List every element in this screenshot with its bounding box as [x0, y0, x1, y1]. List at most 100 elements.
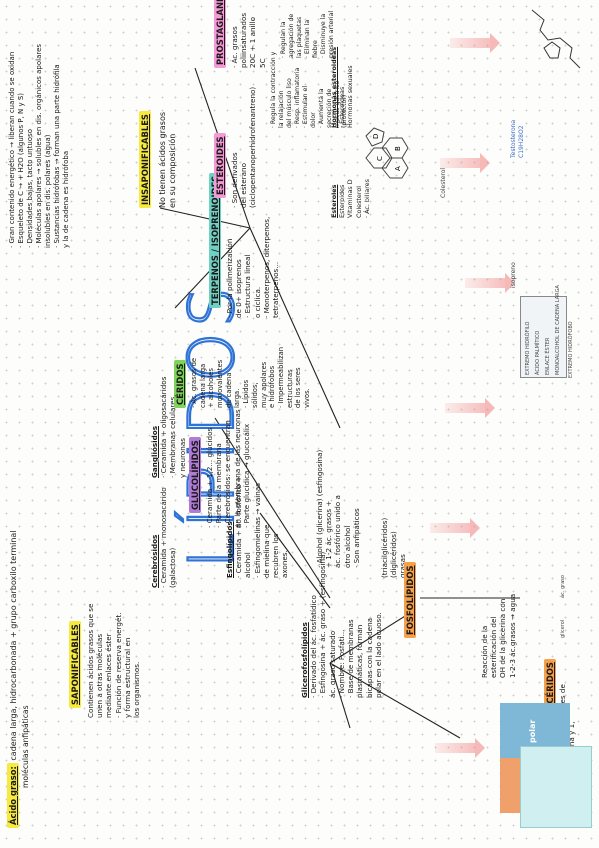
- insaponificables-heading: INSAPONIFICABLES: [139, 111, 151, 208]
- desc-line: · Ceramida + 1,2... glúcidos: [205, 427, 214, 528]
- desc-line: de los seres: [294, 367, 303, 409]
- desc-line: Esteroides: [338, 184, 347, 218]
- polar-label: polar: [528, 719, 537, 743]
- desc-line: (galactosa): [168, 547, 178, 588]
- desc-line: · Alcohol (glicerina) (esfingosina): [315, 449, 324, 568]
- connector-sapon-ceridos: [214, 417, 331, 599]
- prostaglandinas-functions-2: · Regulan la agregación de las plaquetas…: [280, 11, 336, 58]
- connector-sapon-acil: [329, 662, 461, 739]
- function-line: mucus gástrico: [333, 80, 341, 128]
- desc-line: larga.: [233, 388, 242, 408]
- desc-line: de cadena: [224, 372, 233, 408]
- desc-line: · Son derivados: [230, 152, 239, 208]
- desc-line: 5C: [257, 58, 267, 68]
- glucolipidos-heading: GLUCOLÍPIDOS: [189, 437, 201, 513]
- ceridos-description: · Ác. grasos de cadena larga + alcoholes…: [190, 347, 312, 408]
- desc-line: cadena larga: [198, 363, 207, 408]
- prostaglandin-ring: [543, 41, 561, 59]
- prostaglandinas-heading: PROSTAGLANDINAS: [214, 0, 226, 68]
- desc-line: · Ceramida + oligosacáridos: [159, 376, 169, 478]
- palmitic-label: ÁCIDO PALMÍTICO: [535, 330, 541, 375]
- insaponificables-description: No tienen ácidos grasos en su composició…: [158, 112, 178, 208]
- desc-line: sólidos,: [250, 382, 259, 408]
- desc-line: muy apolares: [259, 361, 268, 408]
- property-line: · Densidades bajas, tacto untuoso: [25, 129, 34, 248]
- hydrophilic-label: EXTREMO HIDRÓFILO: [525, 321, 531, 375]
- function-line: · Resp. inflamatoria: [293, 67, 301, 128]
- connector-insapon-esteroides: [159, 207, 251, 229]
- desc-line: en la membrana de las neuronas: [232, 409, 242, 528]
- arrow-ceridos-figure: [445, 403, 485, 413]
- desc-line: · Parte de la membrana: [214, 443, 224, 528]
- desc-line: axones.: [280, 550, 290, 578]
- arrow-prosta-figure: [450, 38, 490, 48]
- saponificables-description: Contienen ácidos grasos que se unen a ot…: [86, 604, 141, 718]
- desc-line: (ciclopentanoperhidrofenantreno): [248, 86, 258, 208]
- function-line: · Eliminan la: [303, 19, 311, 58]
- prostaglandinas-description: · Ác. grasos poliinsaturados 20C + 1 ani…: [230, 13, 267, 68]
- desc-line: ác. graso saturado: [327, 630, 337, 698]
- type-line: (diglicéridos): [389, 531, 399, 578]
- fosfolipidos-description: · Alcohol (glicerina) (esfingosina) + 1-…: [315, 450, 361, 568]
- ring-d: [365, 127, 385, 147]
- amphipathic-note: moléculas anfipáticas: [21, 705, 30, 788]
- prostaglandinas-label: PROSTAGLANDINAS: [214, 0, 226, 68]
- desc-line: · Cerebrósidos: se encuentran: [223, 420, 233, 528]
- ring-c-label: C: [376, 156, 384, 161]
- steroid-rings-figure: A B C D: [365, 127, 409, 179]
- prostaglandin-chain: [531, 9, 581, 69]
- property-line: · Gran contenido energético → liberan cu…: [8, 51, 16, 248]
- reaction-line: Reacción de la: [480, 625, 489, 678]
- property-line: · Sustancias hidrófobas → forman una par…: [52, 64, 61, 248]
- arrow-esteroides-figure: [440, 158, 480, 168]
- desc-line: · Lípidos: [242, 379, 251, 408]
- function-line: fiebre: [311, 40, 319, 58]
- desc-line: polar en el lado acuoso.: [373, 612, 383, 698]
- function-line: · Regulan la: [280, 21, 287, 58]
- glucolipidos-label: GLUCOLÍPIDOS: [189, 437, 201, 513]
- desc-line: ác. fosfórico unido a: [333, 495, 343, 568]
- desc-line: plasmáticas, forman: [355, 624, 365, 698]
- function-line: · Estimulan el: [301, 85, 309, 128]
- desc-line: · Monoterpenos, diterpenos,: [261, 216, 271, 318]
- glicerofosfolipidos-label: Glicerofosfolípidos: [300, 622, 309, 698]
- connector-title-insaponificables: [249, 227, 341, 429]
- ring-b-label: B: [394, 146, 402, 151]
- function-line: dolor: [309, 112, 317, 128]
- glicerofosfolipidos-block: Glicerofosfolípidos · Derivado del ác. f…: [300, 552, 383, 698]
- desc-line: + 1-2 ác. grasos +: [324, 500, 334, 568]
- function-line: · Aumenta la: [317, 88, 325, 128]
- function-line: las plaquetas: [295, 16, 303, 58]
- desc-line: en su composición: [168, 133, 178, 208]
- cerebrosidos-label: Cerebrósidos: [150, 534, 159, 588]
- desc-line: · Por la polimerización: [225, 238, 234, 318]
- connector-title-saponificables: [329, 662, 351, 729]
- connector-sapon-fosfo: [329, 612, 411, 664]
- desc-line: · Esfingosina + ác. graso + (esfingosina…: [318, 551, 328, 698]
- cerebrosidos-block: Cerebrósidos · Ceramida + monosacárido (…: [150, 487, 178, 588]
- fosfolipidos-heading: FOSFOLÍPIDOS: [404, 562, 416, 638]
- desc-line: de 0+ isoprenos: [234, 259, 244, 318]
- desc-line: · Parte glucídica → glucocálix: [241, 423, 251, 528]
- desc-line: · Ceramida + monosacárido: [159, 487, 169, 588]
- alcohol-label: MONOALCOHOL DE CADENA LARGA: [555, 285, 561, 375]
- desc-line: · Esfingomielinas → vainas: [252, 483, 262, 578]
- fatty-acid-definition: Ácido graso: cadena larga, hidrocarbonad…: [7, 530, 19, 828]
- desc-line: · Base de membranas: [346, 619, 356, 698]
- glicerol-label: glicerol: [560, 619, 566, 638]
- property-line: · Moléculas apolares → solubles en dis. …: [34, 43, 43, 248]
- reaction-line: OH de la glicerina con: [498, 598, 508, 678]
- esteroides-heading: ESTEROIDES: [214, 133, 226, 198]
- membrane-figure: [520, 746, 592, 828]
- ceridos-heading: CÉRIDOS: [174, 360, 186, 408]
- function-line: la relajación: [277, 90, 285, 128]
- desc-line: + alcoholes: [207, 368, 216, 408]
- property-line: · Esqueleto de C → + H2O (algunos P, N y…: [16, 92, 25, 248]
- general-properties: · Gran contenido energético → liberan cu…: [8, 44, 71, 248]
- function-line: del músculo liso: [285, 78, 293, 128]
- fatty-acid-def: cadena larga, hidrocarbonada + grupo car…: [9, 530, 18, 761]
- arrow-gluco-figure: [430, 523, 470, 533]
- desc-line: recubren los: [271, 533, 281, 579]
